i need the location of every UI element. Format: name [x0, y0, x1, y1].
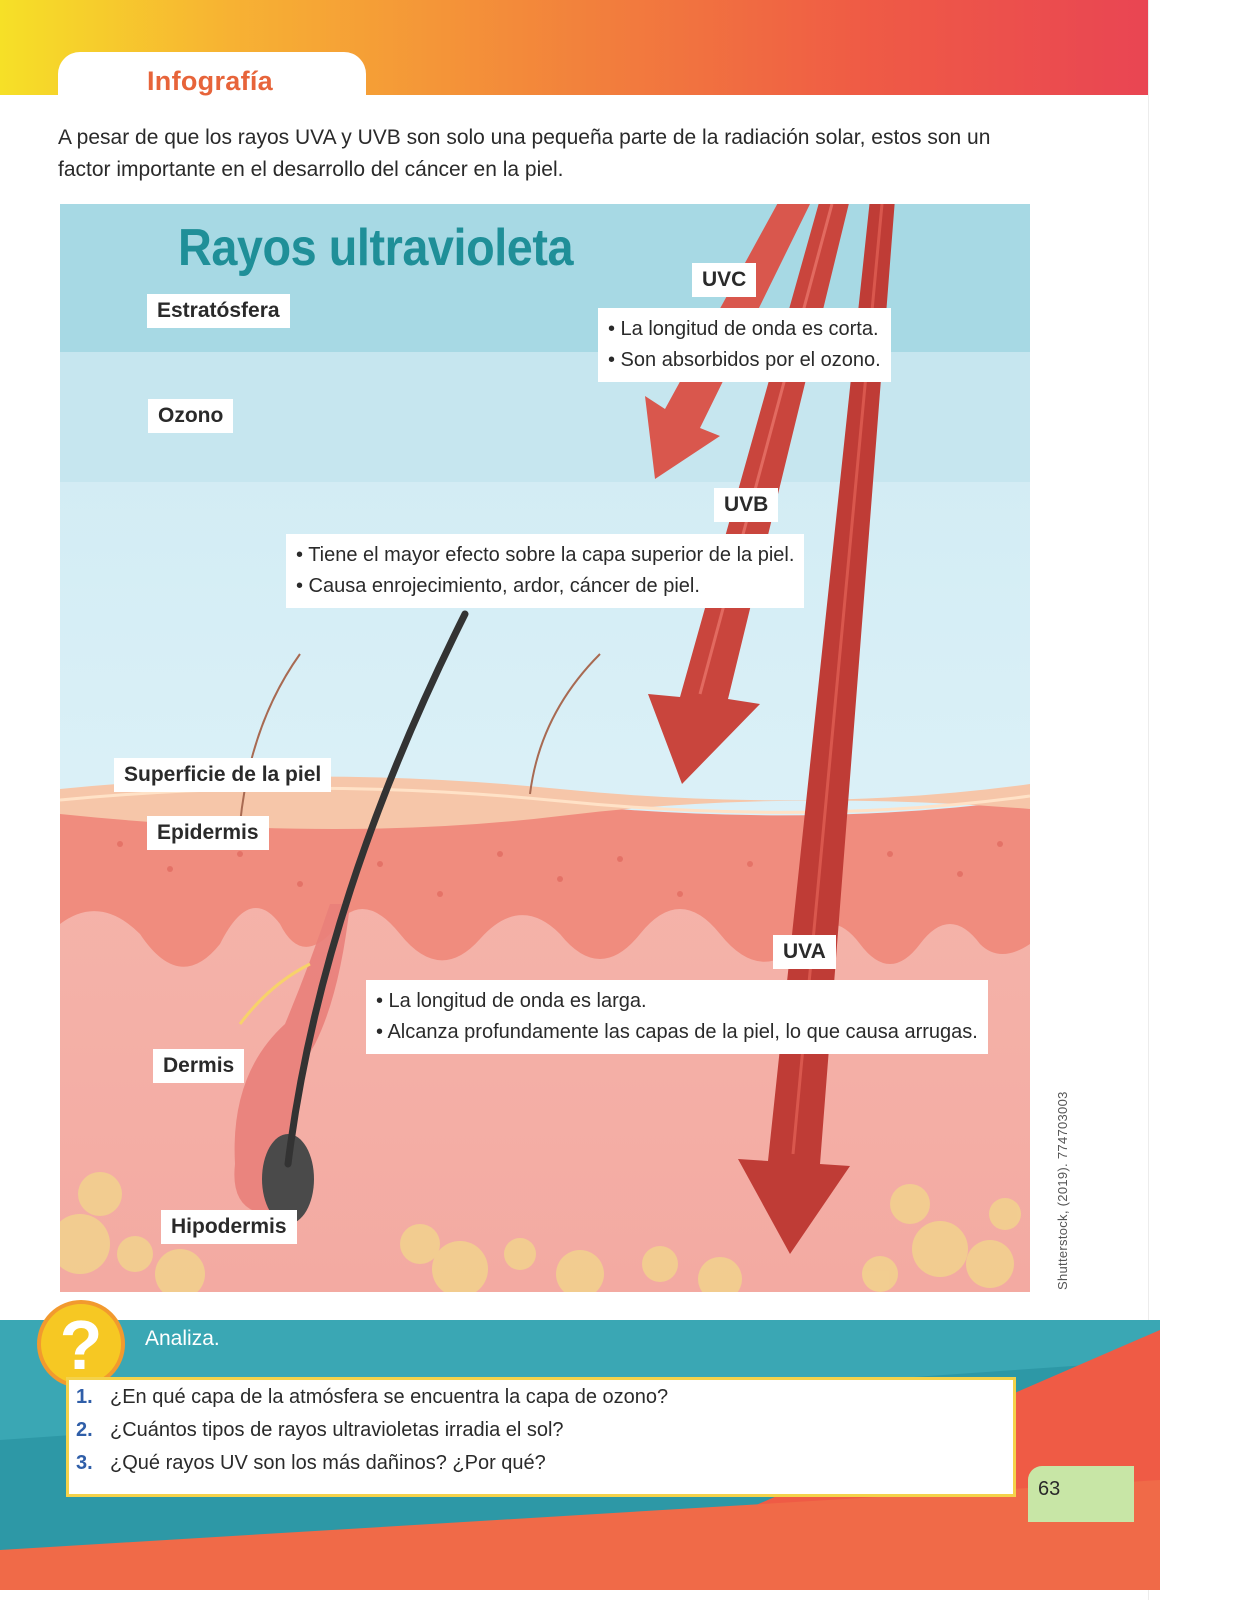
question-text: ¿Cuántos tipos de rayos ultravioletas ir… — [110, 1419, 564, 1441]
header-tab — [58, 52, 366, 112]
question-item: 2. ¿Cuántos tipos de rayos ultravioletas … — [76, 1419, 564, 1442]
label-uva: UVA — [773, 935, 836, 969]
nerve-ending — [238, 962, 311, 1025]
uvb-notes: • Tiene el mayor efecto sobre la capa su… — [286, 534, 805, 608]
hair-bulb — [262, 1134, 314, 1224]
uvc-note-1: • La longitud de onda es corta. — [608, 318, 879, 340]
question-text: ¿Qué rayos UV son los más dañinos? ¿Por … — [110, 1452, 546, 1474]
uvb-note-1: • Tiene el mayor efecto sobre la capa su… — [296, 544, 795, 566]
label-uvc: UVC — [692, 263, 757, 297]
questions-box — [66, 1377, 1016, 1497]
uvb-note-2: • Causa enrojecimiento, ardor, cáncer de… — [296, 575, 700, 597]
uva-note-1: • La longitud de onda es larga. — [376, 990, 647, 1012]
page-margin — [1148, 0, 1236, 1600]
uvc-notes: • La longitud de onda es corta. • Son ab… — [598, 308, 891, 382]
label-dermis: Dermis — [153, 1049, 245, 1083]
hair-small-right — [529, 653, 601, 795]
label-skin-surface: Superficie de la piel — [114, 758, 332, 792]
question-number: 2. — [76, 1419, 93, 1441]
question-number: 3. — [76, 1452, 93, 1474]
label-hypodermis: Hipodermis — [161, 1210, 297, 1244]
hypodermis-fat — [60, 1172, 1021, 1292]
question-icon: ? — [37, 1300, 125, 1388]
hair-main — [284, 610, 469, 1168]
uva-notes: • La longitud de onda es larga. • Alcanz… — [366, 980, 988, 1054]
intro-paragraph: A pesar de que los rayos UVA y UVB son s… — [58, 126, 991, 181]
label-epidermis: Epidermis — [147, 816, 269, 850]
section-title: Infografía — [147, 66, 274, 96]
uvc-note-2: • Son absorbidos por el ozono. — [608, 349, 881, 371]
uva-note-2: • Alcanza profundamente las capas de la … — [376, 1021, 978, 1043]
question-item: 3. ¿Qué rayos UV son los más dañinos? ¿Po… — [76, 1452, 546, 1475]
page-number: 63 — [1028, 1466, 1134, 1522]
question-text: ¿En qué capa de la atmósfera se encuentr… — [110, 1386, 669, 1408]
hair-small-left — [239, 653, 301, 825]
image-credit: Shutterstock, (2019). 774703003 — [1055, 1091, 1070, 1290]
epidermis-layer — [60, 791, 1030, 967]
question-number: 1. — [76, 1386, 93, 1408]
label-uvb: UVB — [714, 488, 779, 522]
question-item: 1. ¿En qué capa de la atmósfera se encuen… — [76, 1386, 668, 1409]
analiza-label: Analiza. — [145, 1327, 220, 1350]
label-stratosphere: Estratósfera — [147, 294, 290, 328]
label-ozone: Ozono — [148, 399, 234, 433]
infographic-title: Rayos ultravioleta — [178, 219, 574, 277]
